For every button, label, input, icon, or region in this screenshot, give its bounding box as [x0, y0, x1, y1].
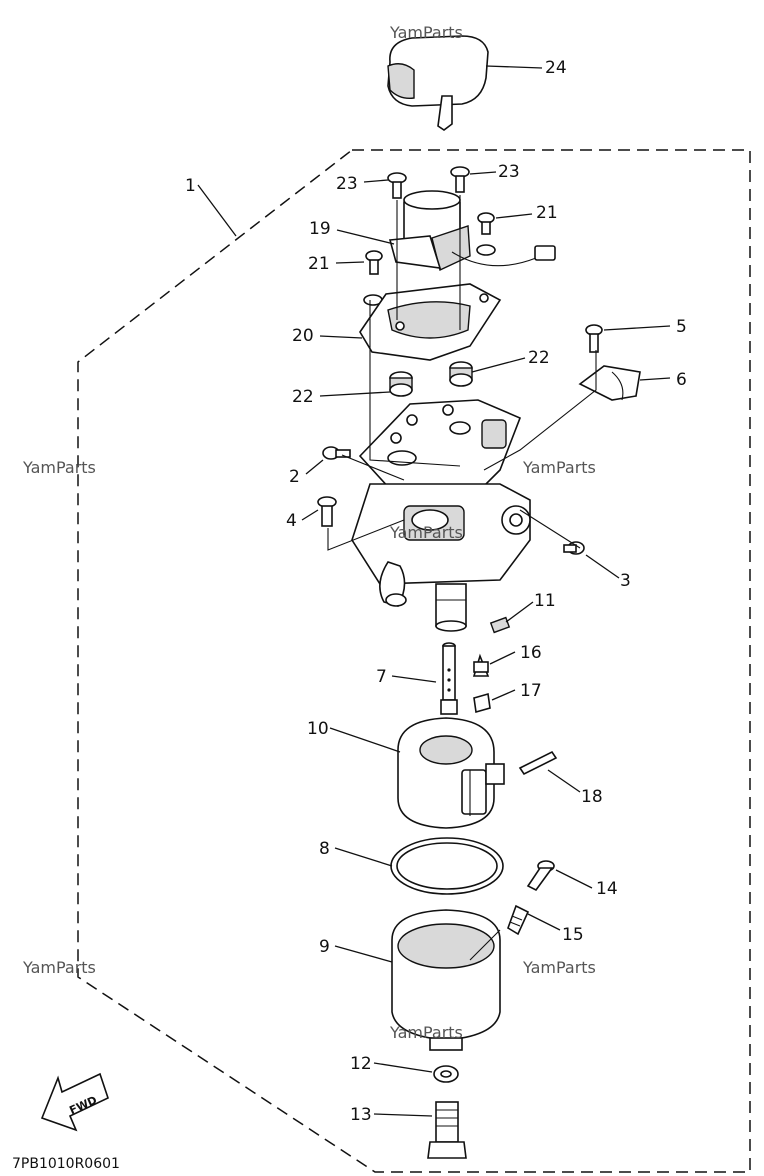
watermark-bottom: YamParts [389, 1023, 463, 1042]
part-10-float [397, 717, 505, 829]
assembly-boundary [77, 149, 751, 1173]
watermarks: YamParts YamParts YamParts YamParts YamP… [22, 23, 596, 1042]
part-23-screw-left [387, 172, 407, 199]
callout-9: 9 [319, 937, 330, 957]
callout-14: 14 [596, 879, 618, 899]
part-3-screw [563, 541, 585, 555]
callout-16: 16 [520, 643, 542, 663]
part-22-collar-left [389, 371, 413, 397]
callout-6: 6 [676, 370, 687, 390]
watermark-mid-right: YamParts [522, 458, 596, 477]
callout-24: 24 [545, 58, 567, 78]
callout-18: 18 [581, 787, 603, 807]
part-9-float-bowl [391, 909, 501, 1051]
callout-20: 20 [292, 326, 314, 346]
callout-3: 3 [620, 571, 631, 591]
part-24-cap [387, 35, 489, 131]
part-4-screw [317, 496, 337, 527]
part-13-drain-bolt [427, 1101, 467, 1159]
callout-1: 1 [185, 176, 196, 196]
part-17-clip [473, 692, 491, 714]
callout-7: 7 [376, 667, 387, 687]
watermark-low-left: YamParts [22, 958, 96, 977]
callout-8: 8 [319, 839, 330, 859]
callout-22-left: 22 [292, 387, 314, 407]
callout-4: 4 [286, 511, 297, 531]
callout-labels: 1 2 3 4 5 6 7 8 9 10 11 12 13 14 15 16 1… [185, 58, 687, 1125]
part-8-gasket [390, 837, 504, 895]
guide-lines [327, 195, 597, 961]
callout-2: 2 [289, 467, 300, 487]
part-23-screw-right [450, 166, 470, 193]
callout-11: 11 [534, 591, 556, 611]
callout-21-left: 21 [308, 254, 330, 274]
fwd-arrow: FWD [40, 1072, 109, 1132]
callout-13: 13 [350, 1105, 372, 1125]
callout-22-right: 22 [528, 348, 550, 368]
part-22-collar-right [449, 361, 473, 387]
watermark-mid-left: YamParts [22, 458, 96, 477]
callout-21-right: 21 [536, 203, 558, 223]
callout-5: 5 [676, 317, 687, 337]
callout-12: 12 [350, 1054, 372, 1074]
watermark-low-right: YamParts [522, 958, 596, 977]
part-12-washer [433, 1065, 459, 1083]
part-6-clamp [578, 365, 641, 401]
callout-19: 19 [309, 219, 331, 239]
part-21-screw-right [476, 212, 496, 256]
part-18-pin [518, 750, 558, 776]
carburetor-body [351, 399, 531, 632]
part-14-screw [526, 860, 555, 892]
part-15-spring [507, 904, 530, 936]
part-7-nozzle [440, 642, 458, 715]
part-5-screw [585, 324, 603, 353]
part-2-screw [322, 446, 351, 460]
callout-17: 17 [520, 681, 542, 701]
callout-10: 10 [307, 719, 329, 739]
leader-lines [197, 65, 671, 1117]
part-11-screw [489, 616, 511, 634]
part-21-screw-left [365, 250, 383, 275]
part-20-bracket [359, 283, 502, 361]
callout-23-left: 23 [336, 174, 358, 194]
part-16-needle [472, 653, 490, 677]
watermark-center: YamParts [389, 523, 463, 542]
callout-23-right: 23 [498, 162, 520, 182]
part-19-solenoid [388, 190, 556, 271]
diagram-code: 7PB1010R0601 [12, 1156, 120, 1172]
callout-15: 15 [562, 925, 584, 945]
watermark-top: YamParts [389, 23, 463, 42]
